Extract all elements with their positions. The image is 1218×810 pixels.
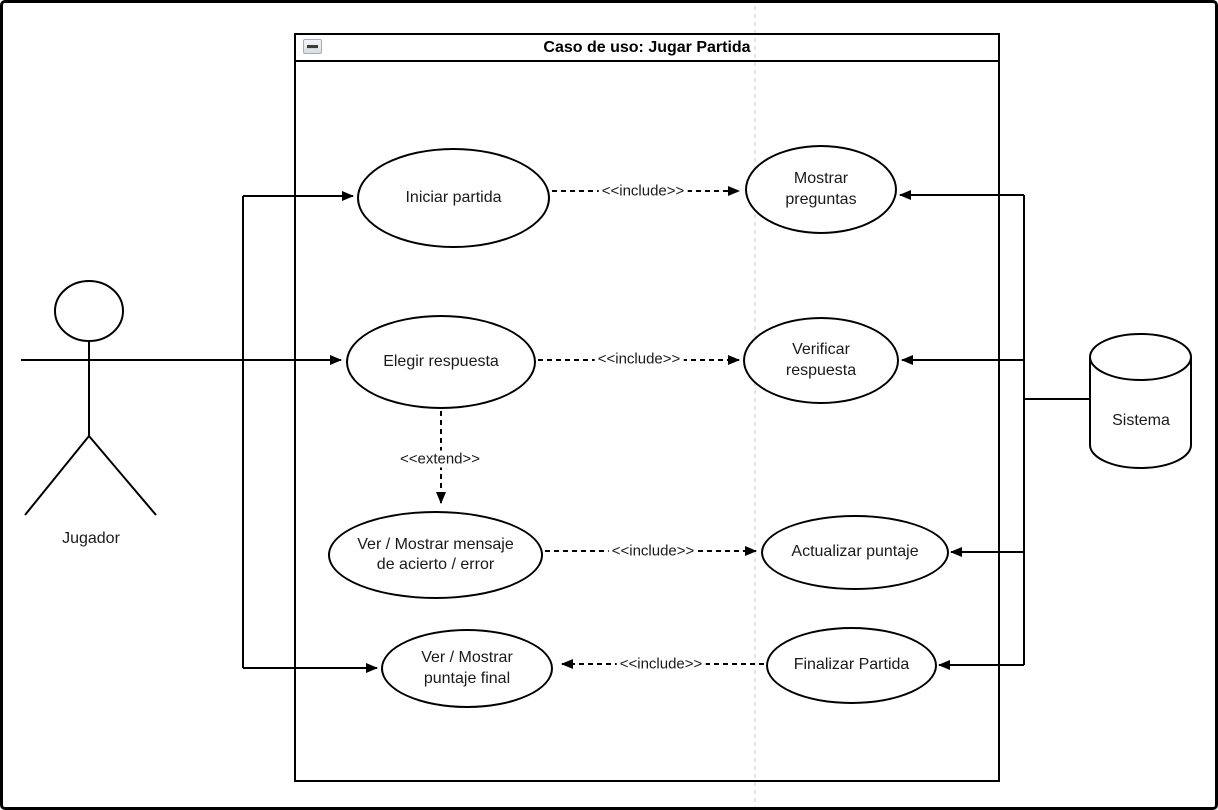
cylinder-body <box>1089 357 1192 469</box>
collapse-button[interactable] <box>303 39 322 54</box>
include-label-elegir-verificar: <<include>> <box>594 350 684 368</box>
usecase-finalizar-partida[interactable]: Finalizar Partida <box>766 627 937 704</box>
usecase-mostrar-preguntas[interactable]: Mostrar preguntas <box>745 145 897 234</box>
actor-name-label: Jugador <box>62 530 120 547</box>
boundary-title: Caso de uso: Jugar Partida <box>543 38 751 56</box>
actor-legs <box>24 435 157 516</box>
actor-head <box>54 280 124 342</box>
include-label-iniciar-mostrar: <<include>> <box>598 182 688 200</box>
datastore-sistema[interactable] <box>1089 333 1192 469</box>
cylinder-top <box>1089 333 1192 381</box>
usecase-label: Ver / Mostrar puntaje final <box>421 649 513 687</box>
datastore-name-label: Sistema <box>1112 412 1170 429</box>
include-label-finalizar-verfinal: <<include>> <box>616 655 706 673</box>
minus-icon <box>307 44 318 49</box>
usecase-label: Ver / Mostrar mensaje de acierto / error <box>357 535 514 573</box>
usecase-label: Finalizar Partida <box>793 656 910 674</box>
usecase-label: Verificar respuesta <box>785 341 857 379</box>
usecase-label: Mostrar preguntas <box>785 170 857 208</box>
usecase-label: Iniciar partida <box>405 188 502 206</box>
system-boundary-box[interactable]: Caso de uso: Jugar Partida <box>294 33 1000 782</box>
usecase-label: Elegir respuesta <box>383 352 499 370</box>
usecase-elegir-respuesta[interactable]: Elegir respuesta <box>346 315 536 409</box>
usecase-iniciar-partida[interactable]: Iniciar partida <box>357 148 550 248</box>
usecase-label: Actualizar puntaje <box>791 543 919 561</box>
extend-label-elegir-mensaje: <<extend>> <box>396 450 484 468</box>
usecase-ver-mostrar-mensaje[interactable]: Ver / Mostrar mensaje de acierto / error <box>328 511 543 599</box>
actor-jugador[interactable] <box>24 280 157 516</box>
usecase-actualizar-puntaje[interactable]: Actualizar puntaje <box>761 515 949 590</box>
include-label-mensaje-actualizar: <<include>> <box>608 542 698 560</box>
usecase-ver-mostrar-puntaje-final[interactable]: Ver / Mostrar puntaje final <box>381 629 553 708</box>
boundary-title-bar: Caso de uso: Jugar Partida <box>296 35 998 62</box>
usecase-verificar-respuesta[interactable]: Verificar respuesta <box>743 317 899 404</box>
